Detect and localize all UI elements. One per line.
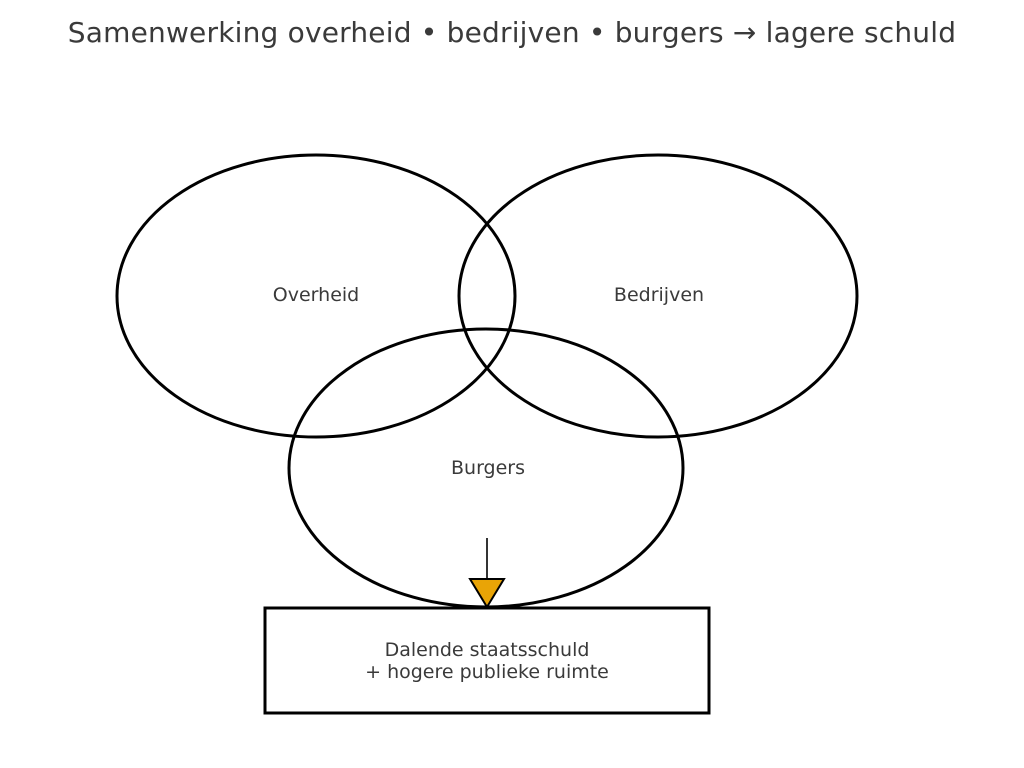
arrow-down-icon [468, 578, 506, 609]
outcome-line-1: Dalende staatsschuld [384, 639, 590, 661]
label-burgers: Burgers [450, 457, 526, 479]
label-bedrijven: Bedrijven [613, 284, 705, 306]
label-overheid: Overheid [272, 284, 360, 306]
outcome-text: Dalende staatsschuld + hogere publieke r… [365, 639, 609, 683]
venn-ellipse-overheid [115, 153, 517, 439]
diagram-title: Samenwerking overheid • bedrijven • burg… [67, 16, 957, 49]
venn-ellipse-bedrijven [457, 153, 859, 439]
outcome-box [263, 606, 711, 715]
outcome-line-2: + hogere publieke ruimte [365, 661, 609, 683]
